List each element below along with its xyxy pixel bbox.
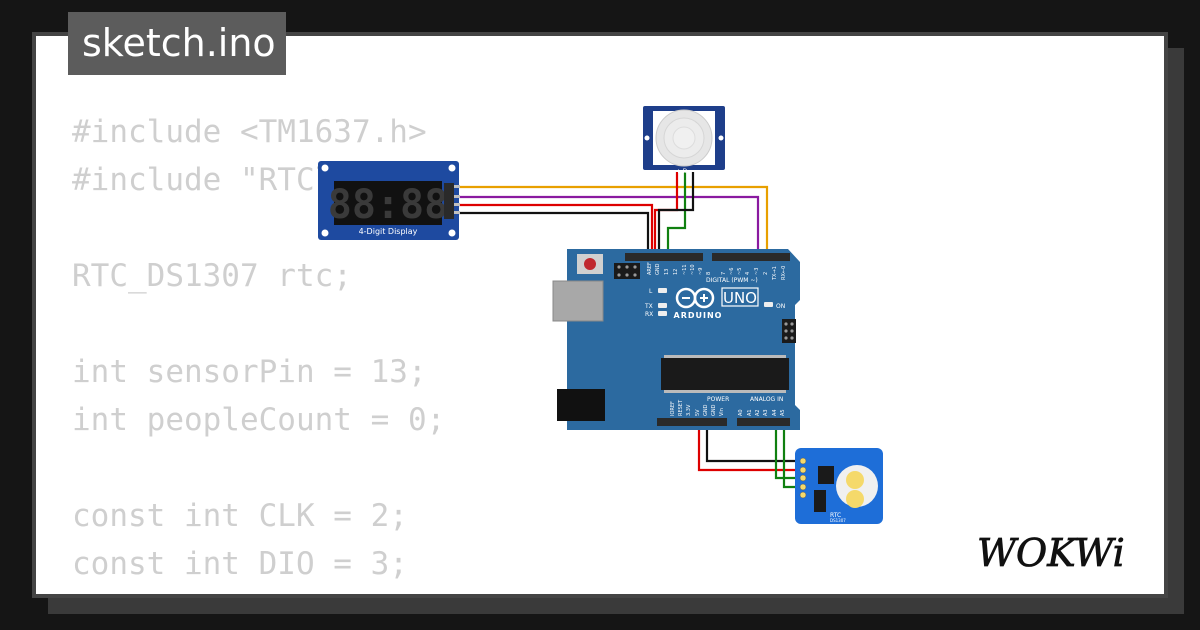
pin-label: 12 bbox=[673, 269, 679, 275]
pin-label: A0 bbox=[738, 409, 744, 416]
file-tab[interactable]: sketch.ino bbox=[68, 12, 286, 75]
analog-header bbox=[737, 418, 790, 426]
pin-label: ~3 bbox=[754, 268, 760, 275]
power-pin-labels: IOREF RESET 3.3V 5V GND GND Vin bbox=[670, 399, 725, 416]
pin-label: RESET bbox=[678, 399, 684, 416]
pin-label: AREF bbox=[647, 262, 653, 275]
pin-label: 7 bbox=[721, 272, 727, 275]
pin-label: A1 bbox=[747, 409, 753, 416]
pin-label: A4 bbox=[772, 409, 778, 416]
wire-display-clk[interactable] bbox=[452, 185, 769, 258]
pin-label: ~5 bbox=[737, 268, 743, 275]
wire-rtc-scl[interactable] bbox=[782, 421, 800, 489]
rtc-ds1307-module[interactable]: RTC DS1307 bbox=[795, 448, 883, 524]
led-l-label: L bbox=[649, 288, 653, 295]
wire-rtc-vcc[interactable] bbox=[697, 421, 800, 472]
led-l bbox=[658, 288, 667, 293]
code-line: int peopleCount = 0; bbox=[72, 402, 446, 438]
analog-in-label: ANALOG IN bbox=[750, 396, 783, 403]
pin-label: ~11 bbox=[682, 264, 688, 275]
digital-header-right bbox=[712, 253, 790, 261]
pin-label: 5V bbox=[695, 409, 701, 416]
pin-label: A5 bbox=[780, 409, 786, 416]
led-tx bbox=[658, 303, 667, 308]
pin-label: GND bbox=[711, 404, 717, 416]
pin-label: Vin bbox=[719, 408, 725, 416]
wokwi-logo-art: WOKWi bbox=[977, 531, 1126, 576]
power-header bbox=[657, 418, 727, 426]
code-line: int sensorPin = 13; bbox=[72, 354, 427, 390]
wire-display-vcc[interactable] bbox=[452, 203, 654, 258]
usb-port bbox=[552, 280, 604, 322]
rtc-chip bbox=[818, 466, 834, 484]
wire-display-gnd[interactable] bbox=[452, 211, 650, 258]
wokwi-logo-text: WOKWi bbox=[977, 531, 1125, 575]
wires bbox=[452, 172, 800, 489]
digital-label: DIGITAL (PWM ~) bbox=[706, 277, 758, 284]
led-tx-label: TX bbox=[644, 303, 653, 310]
arduino-uno-board[interactable]: AREF GND 13 12 ~11 ~10 ~9 8 7 ~6 ~5 4 ~3… bbox=[552, 249, 800, 430]
analog-pin-labels: A0 A1 A2 A3 A4 A5 bbox=[738, 409, 786, 416]
pir-sensor[interactable]: + D − bbox=[643, 106, 725, 175]
pin-label: A2 bbox=[755, 409, 761, 416]
pin-label: 4 bbox=[745, 272, 751, 275]
display-digits: 88:88 bbox=[328, 182, 448, 228]
pin-label: ~10 bbox=[690, 264, 696, 275]
code-line: const int DIO = 3; bbox=[72, 546, 408, 582]
pin-label: TX→1 bbox=[772, 266, 778, 281]
pin-label: 3.3V bbox=[686, 404, 692, 416]
wokwi-logo: WOKWi bbox=[977, 528, 1151, 581]
code-line: RTC_DS1307 rtc; bbox=[72, 258, 352, 294]
pin-label: A3 bbox=[763, 409, 769, 416]
wire-display-dio[interactable] bbox=[452, 195, 760, 258]
pin-label: GND bbox=[655, 263, 661, 275]
icsp-header bbox=[614, 263, 640, 279]
power-jack bbox=[557, 389, 605, 421]
wire-rtc-sda[interactable] bbox=[774, 421, 800, 480]
power-label: POWER bbox=[707, 396, 729, 403]
led-on-label: ON bbox=[776, 303, 785, 310]
pin-label: ~6 bbox=[729, 268, 735, 275]
four-digit-display[interactable]: 88:88 4-Digit Display bbox=[318, 161, 460, 240]
rtc-chip-label: DS1307 bbox=[830, 518, 846, 523]
code-line: const int CLK = 2; bbox=[72, 498, 408, 534]
pin-label: 2 bbox=[763, 272, 769, 275]
pin-label: IOREF bbox=[670, 401, 676, 416]
pin-label: ~9 bbox=[698, 268, 704, 275]
rtc-crystal bbox=[814, 490, 826, 512]
pin-label: RX←0 bbox=[781, 266, 787, 280]
pir-pin-labels: + D − bbox=[676, 168, 695, 175]
pin-label: 13 bbox=[664, 269, 670, 275]
top-pin-labels: AREF GND 13 12 ~11 ~10 ~9 8 7 ~6 ~5 4 ~3… bbox=[647, 262, 787, 281]
code-line: #include <TM1637.h> bbox=[72, 114, 427, 150]
wire-pir-gnd[interactable] bbox=[657, 172, 695, 258]
wire-pir-data[interactable] bbox=[666, 172, 687, 258]
led-on bbox=[764, 302, 773, 307]
pin-label: 8 bbox=[706, 272, 712, 275]
pin-label: GND bbox=[703, 404, 709, 416]
arduino-brand-text: ARDUINO bbox=[674, 311, 723, 320]
led-rx-label: RX bbox=[645, 311, 653, 318]
arduino-logo bbox=[675, 287, 715, 309]
display-label: 4-Digit Display bbox=[359, 227, 418, 236]
rtc-label: RTC bbox=[830, 512, 841, 519]
wire-rtc-gnd[interactable] bbox=[705, 421, 800, 463]
icsp2-header bbox=[782, 319, 796, 343]
led-rx bbox=[658, 311, 667, 316]
uno-logo-text: UNO bbox=[723, 289, 757, 307]
atmega-chip bbox=[661, 358, 789, 390]
digital-header-left bbox=[625, 253, 703, 261]
